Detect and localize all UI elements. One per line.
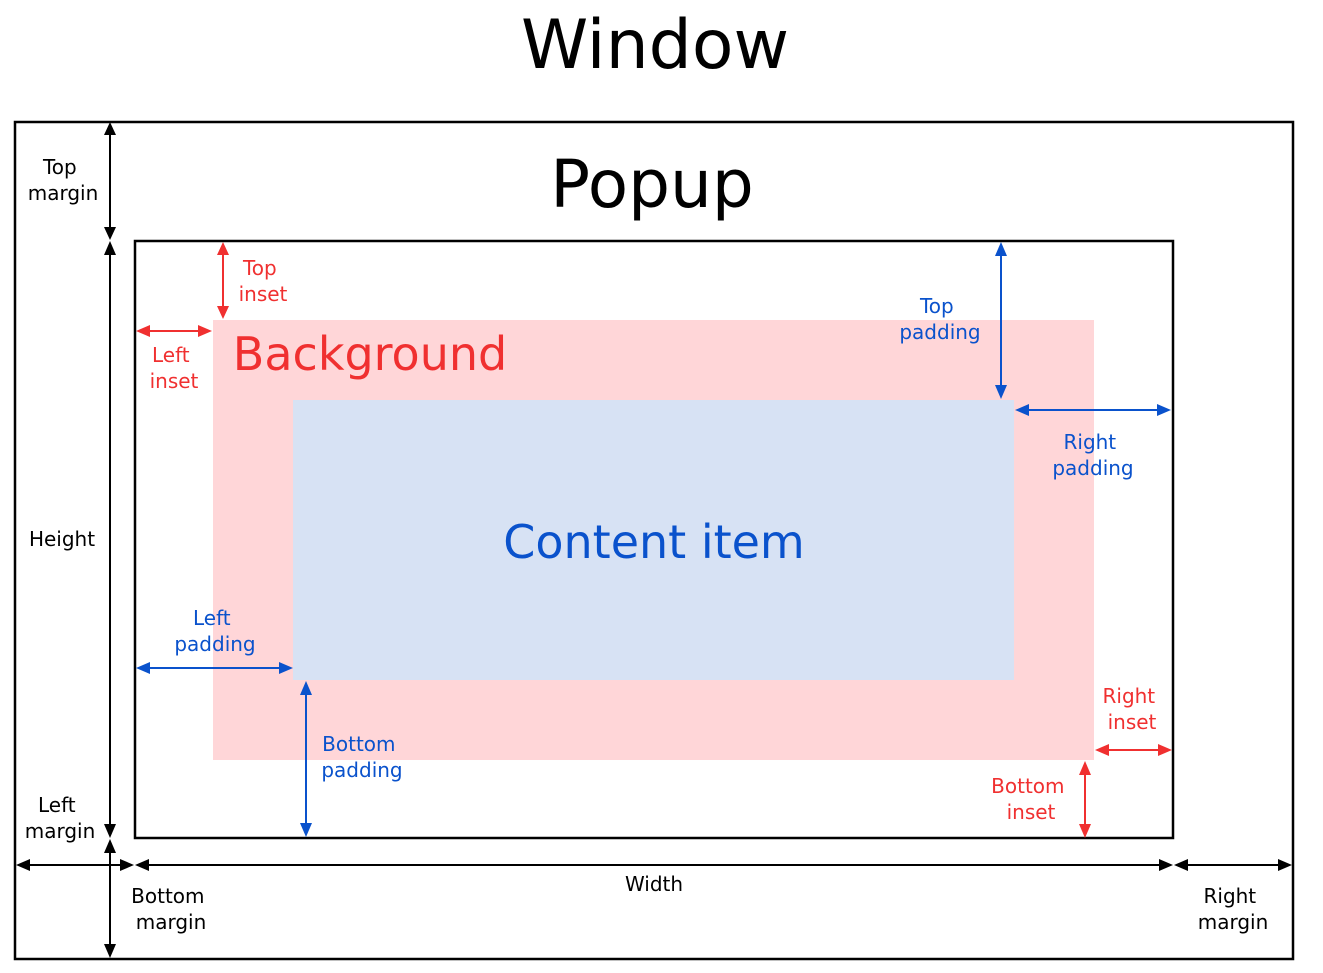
right-margin-arrow [1174,859,1292,871]
left-margin-label-line1: Left [38,793,76,817]
background-title: Background [233,327,507,381]
bottom-padding-label-line2: padding [321,758,402,782]
right-inset-label: Right inset [1102,684,1161,734]
left-inset-label-line1: Left [152,343,190,367]
bottom-margin-arrow [104,839,116,958]
height-label: Height [29,527,95,551]
right-padding-arrow [1015,404,1171,416]
top-margin-arrow [104,122,116,240]
left-inset-arrow [136,325,212,337]
top-padding-arrow [995,242,1007,399]
width-arrow [135,859,1173,871]
bottom-padding-arrow [300,681,312,837]
left-margin-label-line2: margin [25,819,96,843]
right-inset-arrow [1095,744,1172,756]
left-padding-arrow [136,662,293,674]
bottom-inset-label-line1: Bottom [991,774,1064,798]
bottom-inset-label-line2: inset [1007,800,1056,824]
window-title: Window [521,6,789,85]
bottom-inset-label: Bottom inset [991,774,1071,824]
popup-frame [133,239,1175,840]
right-inset-label-line2: inset [1108,710,1157,734]
left-margin-label: Left margin [25,793,96,843]
top-inset-label-line2: inset [239,282,288,306]
top-margin-label-line1: Top [42,155,77,179]
top-padding-label-line2: padding [899,320,980,344]
right-margin-label: Right margin [1198,884,1269,934]
bottom-margin-label-line1: Bottom [131,884,204,908]
content-item-area [293,400,1014,680]
left-inset-label: Left inset [150,343,199,393]
bottom-padding-label: Bottom padding [321,732,402,782]
bottom-padding-label-line1: Bottom [322,732,395,756]
height-arrow [104,241,116,838]
left-padding-label-line2: padding [174,632,255,656]
right-padding-label-line2: padding [1052,456,1133,480]
bottom-margin-label: Bottom margin [131,884,211,934]
top-padding-label-line1: Top [919,294,954,318]
right-margin-label-line2: margin [1198,910,1269,934]
right-inset-label-line1: Right [1102,684,1155,708]
top-margin-label-line2: margin [28,181,99,205]
popup-title: Popup [550,146,753,223]
content-item-title: Content item [503,515,805,569]
bottom-margin-label-line2: margin [136,910,207,934]
top-margin-label: Top margin [28,155,99,205]
right-margin-label-line1: Right [1203,884,1256,908]
right-padding-label-line1: Right [1063,430,1116,454]
left-margin-arrow [16,859,134,871]
bottom-inset-arrow [1079,761,1091,838]
left-inset-label-line2: inset [150,369,199,393]
width-label: Width [625,872,683,896]
top-padding-label: Top padding [899,294,980,344]
top-inset-arrow [217,242,229,319]
left-padding-label: Left padding [174,606,255,656]
left-padding-label-line1: Left [193,606,231,630]
window-frame [13,120,1295,961]
right-padding-label: Right padding [1052,430,1133,480]
top-inset-label-line1: Top [242,256,277,280]
top-inset-label: Top inset [239,256,288,306]
